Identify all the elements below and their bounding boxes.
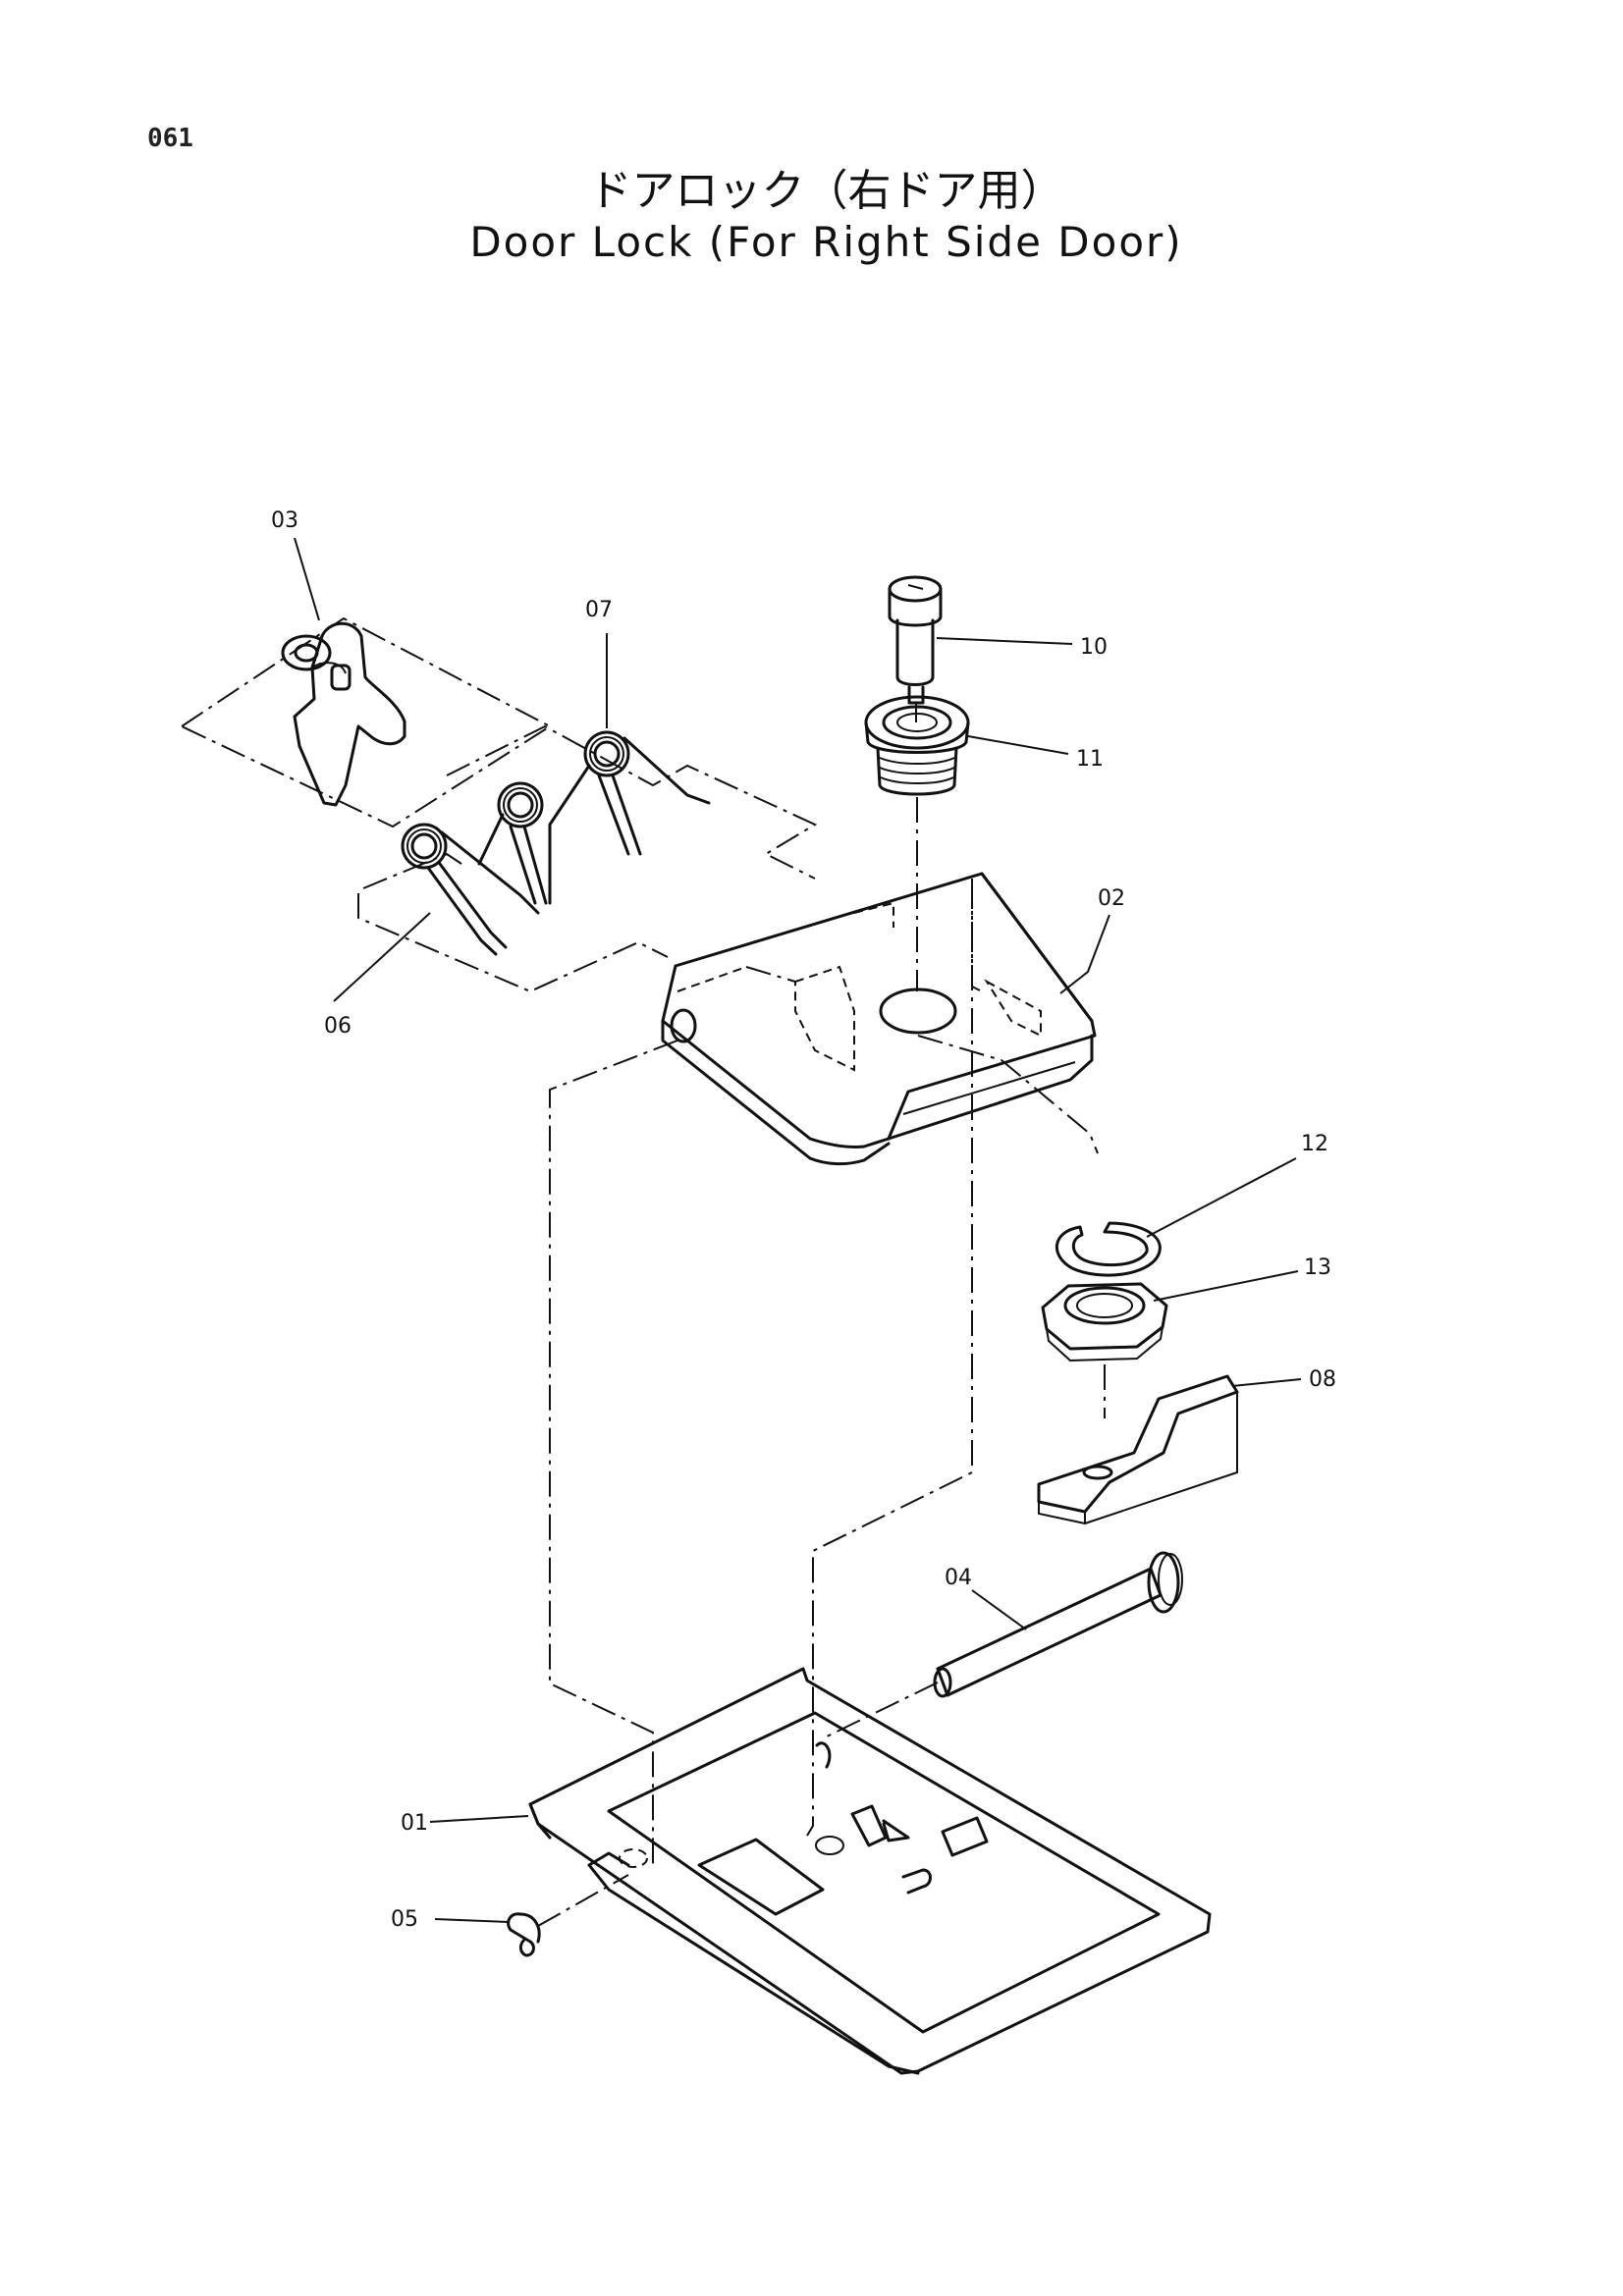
callout-04: 04 [945, 1566, 972, 1590]
title-english: Door Lock (For Right Side Door) [469, 218, 1183, 266]
latch-cover-02 [661, 872, 1099, 1166]
snap-ring-12 [1055, 1221, 1162, 1277]
callout-01: 01 [401, 1811, 428, 1836]
callout-06: 08 [1309, 1367, 1336, 1392]
callout-11: 11 [1076, 747, 1104, 772]
callout-13: 13 [1304, 1255, 1331, 1280]
lock-plate-06 [1037, 1374, 1239, 1525]
callout-10: 10 [1080, 635, 1108, 660]
pin-04 [824, 1551, 1183, 1738]
page-number: 061 [147, 124, 193, 153]
callout-12: 12 [1301, 1132, 1328, 1156]
leader-lines [294, 537, 1302, 1923]
e-ring-05 [507, 1874, 629, 1957]
callout-08: 07 [585, 598, 613, 622]
lock-bushing-11 [864, 695, 970, 991]
key-cylinder-10 [888, 575, 943, 722]
torsion-springs-08 [446, 724, 818, 905]
callout-02: 02 [1098, 886, 1125, 911]
callout-07: 06 [324, 1014, 352, 1039]
title-japanese: ドアロック（右ドア用） [588, 166, 1064, 216]
latch-hook-03 [179, 616, 552, 828]
callout-labels: 03 07 10 11 02 06 12 13 08 04 01 05 [271, 508, 1336, 1932]
assembly-guide-lines [549, 879, 973, 1865]
callout-03: 03 [271, 508, 298, 533]
spring-07 [357, 823, 669, 993]
base-tray-01 [528, 1667, 1212, 2075]
callout-05: 05 [391, 1907, 418, 1932]
hex-nut-13 [1041, 1282, 1168, 1418]
